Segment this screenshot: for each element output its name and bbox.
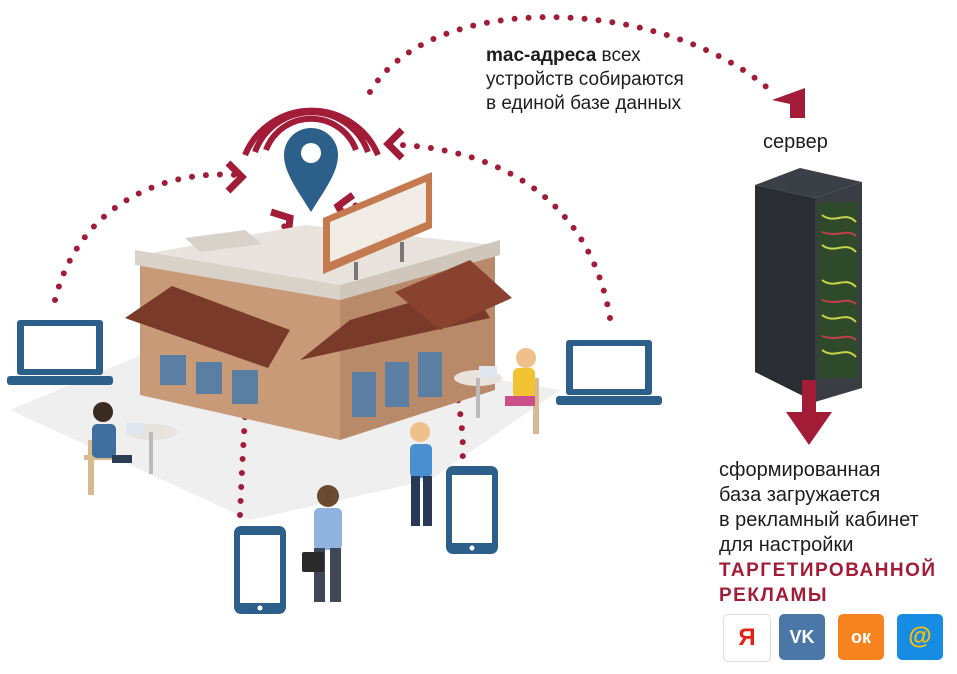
person-right-seated (454, 348, 539, 434)
result-caption: сформированная база загружается в реклам… (719, 458, 937, 608)
arrow-head-left (225, 160, 247, 194)
mac-caption: mac-адреса всех устройств собираются в е… (486, 44, 684, 116)
result-accent2: РЕКЛАМЫ (719, 585, 828, 606)
vk-logo: VK (779, 614, 825, 660)
dots-to-server (367, 14, 773, 95)
person-standing-woman (410, 422, 432, 526)
mac-line2: устройств собираются (486, 69, 684, 90)
mac-line3: в единой базе данных (486, 93, 682, 114)
result-line4: для настройки (719, 534, 854, 556)
phone-left-icon (234, 526, 286, 614)
result-line1: сформированная (719, 459, 881, 481)
result-line2: база загружается (719, 484, 881, 506)
yandex-logo: Я (723, 614, 771, 662)
result-line3: в рекламный кабинет (719, 509, 919, 531)
laptop-right-icon (556, 340, 662, 405)
location-pin-icon (284, 128, 338, 212)
mac-line1-rest: всех (596, 45, 641, 66)
mac-bold: mac-адреса (486, 45, 597, 66)
server-rack-icon (755, 168, 862, 402)
arrow-head-server (772, 88, 805, 118)
person-left-seated (84, 402, 178, 495)
odnoklassniki-logo: ок (838, 614, 884, 660)
arrow-head-right (383, 127, 405, 161)
person-standing-man (302, 485, 342, 602)
phone-right-icon (446, 466, 498, 554)
result-accent1: ТАРГЕТИРОВАННОЙ (719, 560, 937, 581)
mailru-logo: @ (897, 614, 943, 660)
laptop-left-icon (7, 320, 113, 385)
dots-right-laptop (397, 142, 613, 321)
store-building (125, 172, 512, 440)
down-arrow-icon (786, 380, 832, 445)
server-label: сервер (763, 131, 828, 153)
wifi-signal (242, 107, 381, 157)
